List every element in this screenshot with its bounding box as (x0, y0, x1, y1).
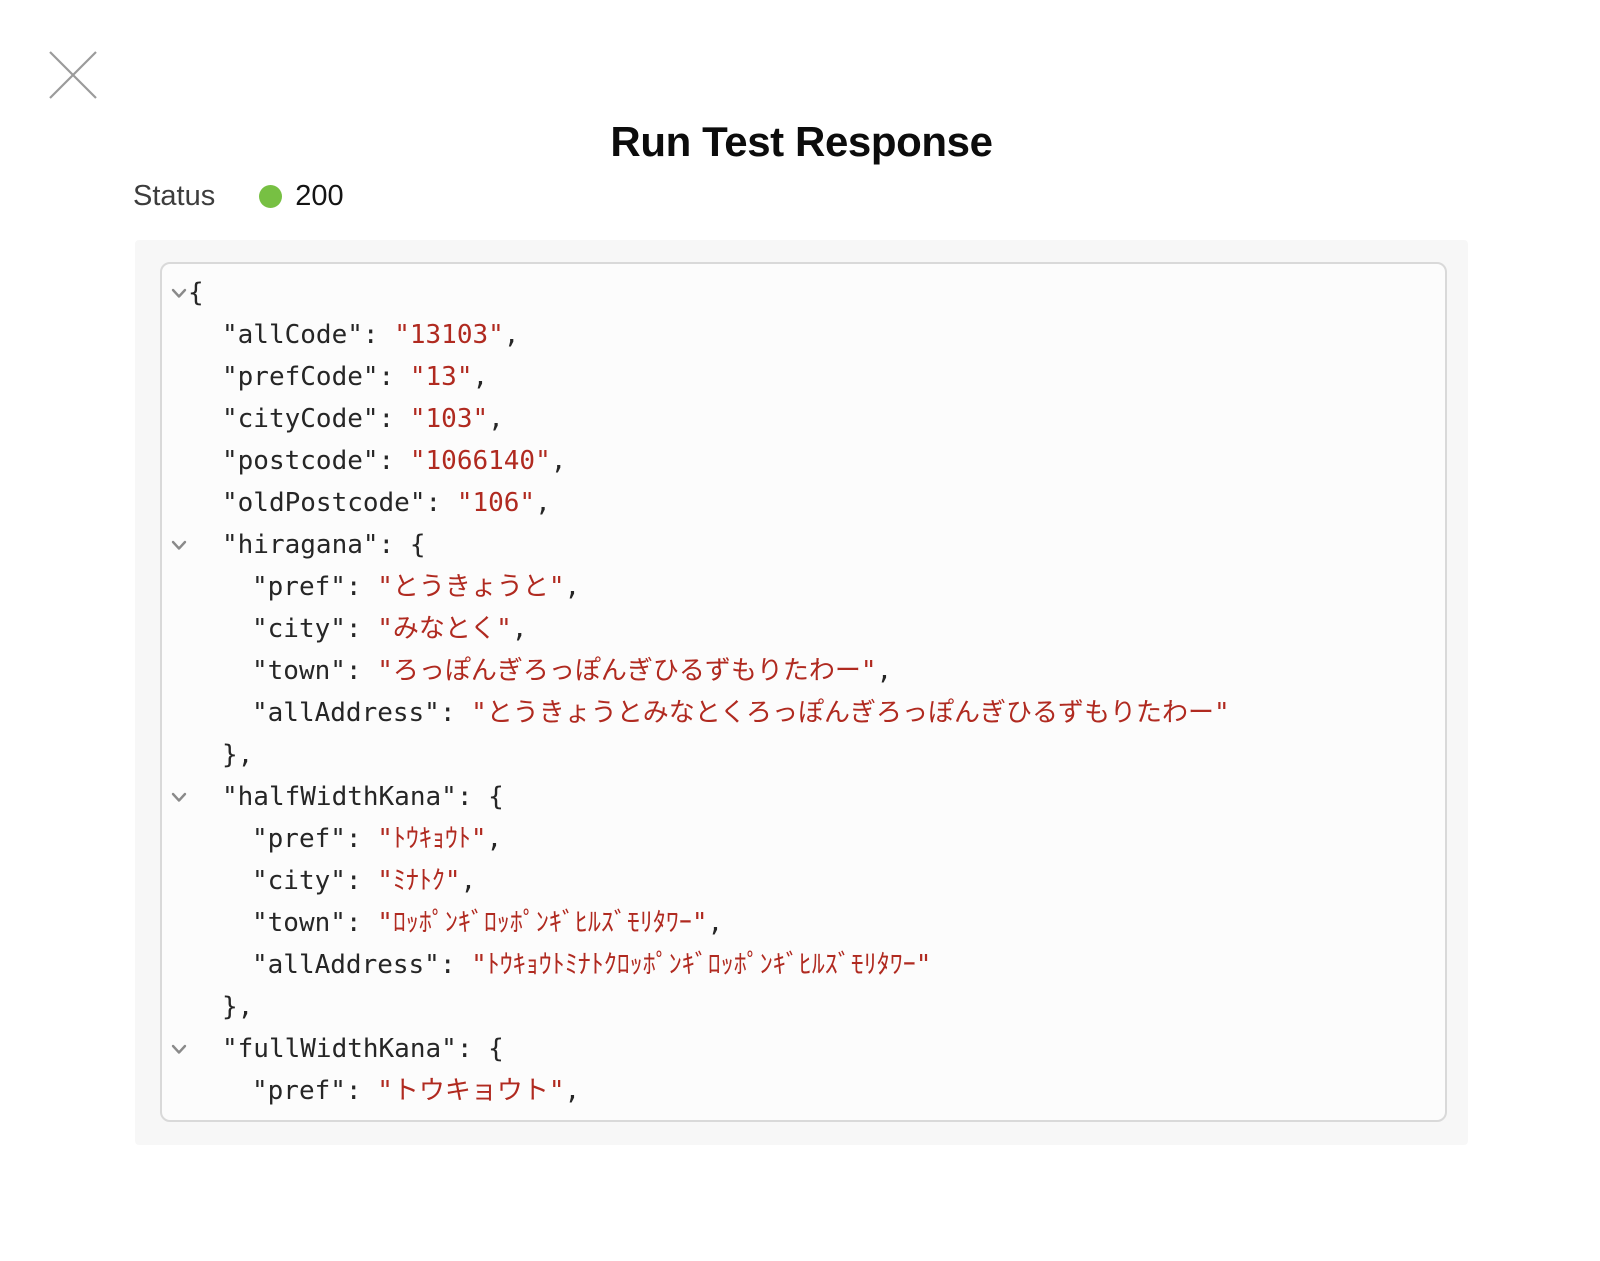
json-punctuation: : (378, 362, 410, 392)
json-line: "allCode": "13103", (166, 314, 1439, 356)
json-punctuation: : (378, 404, 410, 434)
json-punctuation: , (707, 908, 724, 938)
status-code: 200 (295, 179, 344, 212)
json-punctuation: : { (456, 1034, 504, 1064)
json-key: "town" (252, 908, 346, 938)
json-key: "cityCode" (222, 404, 379, 434)
json-key: "pref" (252, 1076, 346, 1106)
json-line: "cityCode": "103", (166, 398, 1439, 440)
json-key: "allAddress" (252, 698, 440, 728)
chevron-down-icon[interactable] (168, 1028, 190, 1070)
json-punctuation: : (345, 824, 378, 854)
json-line: "town": "ﾛｯﾎﾟﾝｷﾞﾛｯﾎﾟﾝｷﾞﾋﾙｽﾞﾓﾘﾀﾜｰ", (166, 902, 1439, 944)
json-key: "city" (252, 614, 346, 644)
json-key: "oldPostcode" (222, 488, 426, 518)
page-title: Run Test Response (610, 118, 993, 165)
json-punctuation: , (472, 362, 489, 392)
chevron-down-icon[interactable] (168, 272, 190, 314)
json-line: "town": "ろっぽんぎろっぽんぎひるずもりたわー", (166, 650, 1439, 692)
json-punctuation: : (345, 656, 378, 686)
json-punctuation: : { (456, 782, 504, 812)
json-key: "prefCode" (222, 362, 379, 392)
json-string-value: "とうきょうとみなとくろっぽんぎろっぽんぎひるずもりたわー" (471, 698, 1230, 728)
json-string-value: "13" (409, 362, 473, 392)
json-key: "allCode" (222, 320, 363, 350)
json-line: { (166, 272, 1439, 314)
json-string-value: "1066140" (409, 446, 551, 476)
json-string-value: "ﾄｳｷｮｳﾄ" (377, 824, 487, 854)
json-line: "postcode": "1066140", (166, 440, 1439, 482)
json-punctuation: : (425, 488, 457, 518)
json-punctuation: , (486, 824, 503, 854)
json-string-value: "ろっぽんぎろっぽんぎひるずもりたわー" (377, 656, 877, 686)
json-key: "pref" (252, 824, 346, 854)
json-string-value: "ﾐﾅﾄｸ" (377, 866, 461, 896)
chevron-down-icon[interactable] (168, 524, 190, 566)
json-line: "pref": "トウキョウト", (166, 1070, 1439, 1112)
json-line: "pref": "ﾄｳｷｮｳﾄ", (166, 818, 1439, 860)
json-punctuation: , (564, 572, 581, 602)
chevron-down-icon[interactable] (168, 776, 190, 818)
json-line: "allAddress": "とうきょうとみなとくろっぽんぎろっぽんぎひるずもり… (166, 692, 1439, 734)
json-punctuation: : (362, 320, 395, 350)
json-key: "allAddress" (252, 950, 440, 980)
json-line: }, (166, 734, 1439, 776)
status-row: Status 200 (133, 180, 344, 212)
json-punctuation: , (511, 614, 528, 644)
json-key: "city" (252, 866, 346, 896)
json-punctuation: : (345, 614, 378, 644)
json-punctuation: , (550, 446, 567, 476)
json-punctuation: : (345, 572, 378, 602)
json-punctuation: }, (222, 992, 254, 1022)
json-line: "city": "ﾐﾅﾄｸ", (166, 860, 1439, 902)
json-punctuation: : { (378, 530, 426, 560)
json-string-value: "ﾄｳｷｮｳﾄﾐﾅﾄｸﾛｯﾎﾟﾝｷﾞﾛｯﾎﾟﾝｷﾞﾋﾙｽﾞﾓﾘﾀﾜｰ" (471, 950, 932, 980)
json-key: "halfWidthKana" (222, 782, 457, 812)
json-string-value: "ﾛｯﾎﾟﾝｷﾞﾛｯﾎﾟﾝｷﾞﾋﾙｽﾞﾓﾘﾀﾜｰ" (377, 908, 708, 938)
json-line: "halfWidthKana": { (166, 776, 1439, 818)
json-line: "city": "みなとく", (166, 608, 1439, 650)
json-punctuation: : (345, 866, 378, 896)
json-line: "fullWidthKana": { (166, 1028, 1439, 1070)
json-string-value: "トウキョウト" (377, 1076, 565, 1106)
json-punctuation: : (378, 446, 410, 476)
json-line: }, (166, 986, 1439, 1028)
json-punctuation: , (535, 488, 551, 518)
json-punctuation: : (439, 950, 472, 980)
json-punctuation: , (564, 1076, 581, 1106)
json-line: "pref": "とうきょうと", (166, 566, 1439, 608)
json-punctuation: , (488, 404, 504, 434)
json-punctuation: : (345, 908, 378, 938)
json-key: "fullWidthKana" (222, 1034, 457, 1064)
json-key: "postcode" (222, 446, 379, 476)
json-key: "town" (252, 656, 346, 686)
json-punctuation: , (503, 320, 520, 350)
json-line: "oldPostcode": "106", (166, 482, 1439, 524)
json-punctuation: , (460, 866, 477, 896)
status-label: Status (133, 179, 216, 212)
json-key: "hiragana" (222, 530, 379, 560)
json-punctuation: : (439, 698, 472, 728)
json-string-value: "13103" (394, 320, 504, 350)
close-button[interactable] (44, 46, 102, 104)
status-ok-dot-icon (259, 184, 283, 208)
response-container: {"allCode": "13103","prefCode": "13","ci… (135, 240, 1468, 1145)
json-string-value: "103" (409, 404, 489, 434)
json-punctuation: , (876, 656, 893, 686)
json-punctuation: : (345, 1076, 378, 1106)
close-icon (49, 51, 97, 99)
json-punctuation: { (188, 278, 204, 308)
json-string-value: "106" (456, 488, 536, 518)
json-punctuation: }, (222, 740, 254, 770)
json-string-value: "みなとく" (377, 614, 512, 644)
json-line: "prefCode": "13", (166, 356, 1439, 398)
json-line: "allAddress": "ﾄｳｷｮｳﾄﾐﾅﾄｸﾛｯﾎﾟﾝｷﾞﾛｯﾎﾟﾝｷﾞﾋ… (166, 944, 1439, 986)
json-line: "hiragana": { (166, 524, 1439, 566)
response-json-viewer[interactable]: {"allCode": "13103","prefCode": "13","ci… (160, 262, 1447, 1122)
json-key: "pref" (252, 572, 346, 602)
json-string-value: "とうきょうと" (377, 572, 565, 602)
